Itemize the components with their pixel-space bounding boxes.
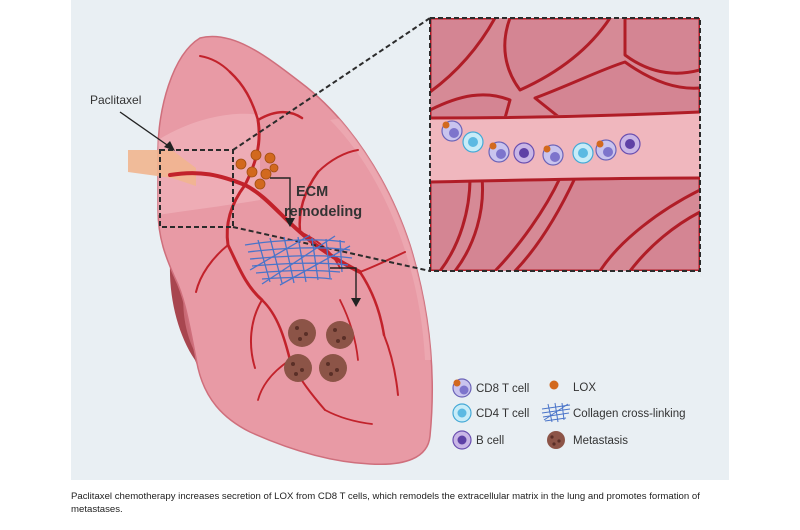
zoom-cells: [441, 120, 641, 166]
b-cell: [619, 133, 641, 155]
metastasis-1: [288, 319, 316, 347]
figure-caption: Paclitaxel chemotherapy increases secret…: [71, 491, 700, 515]
zoom-connector-bottom: [232, 226, 431, 272]
paclitaxel-arrowhead: [164, 141, 175, 151]
metastasis-2: [326, 321, 354, 349]
collagen-mesh: [244, 234, 353, 286]
bronchus: [128, 150, 196, 186]
zoom-source-box: [159, 149, 234, 228]
legend-lox-icon: [549, 380, 559, 390]
ecm-label-line1: ECM: [296, 184, 328, 200]
legend-bcell-icon: [452, 430, 472, 450]
arrow-collagen-to-metastasis: [330, 267, 357, 300]
ecm-label-line2: remodeling: [284, 204, 362, 220]
paclitaxel-pointer: [119, 111, 171, 148]
cd8-cell: [488, 141, 510, 163]
legend-cd8-label: CD8 T cell: [476, 383, 529, 395]
arrow-lox-head: [285, 218, 295, 227]
legend-metastasis-label: Metastasis: [573, 435, 628, 447]
legend-lox-label: LOX: [573, 382, 596, 394]
legend-collagen-label: Collagen cross-linking: [573, 408, 686, 420]
cd8-cell: [595, 139, 617, 161]
lung-vessels: [168, 55, 406, 425]
arrow-metastasis-head: [351, 298, 361, 307]
legend-bcell-label: B cell: [476, 435, 504, 447]
legend: CD8 T cell CD4 T cell B cell LOX Collage…: [452, 378, 686, 450]
legend-collagen-icon: [541, 402, 571, 423]
cd4-cell: [572, 142, 594, 164]
cd8-cell: [542, 144, 564, 166]
cd4-cell: [462, 131, 484, 153]
lox-cluster: [235, 149, 279, 190]
metastasis-group: [284, 319, 354, 382]
metastasis-3: [284, 354, 312, 382]
b-cell: [513, 142, 535, 164]
legend-metastasis-icon: [547, 431, 565, 449]
arrow-lox-to-collagen: [270, 177, 291, 220]
lung: [157, 35, 433, 466]
metastasis-4: [319, 354, 347, 382]
legend-cd4-icon: [452, 403, 472, 423]
lung-illustration: Paclitaxel ECM remodeling: [90, 17, 701, 466]
cd8-cell: [441, 120, 463, 142]
legend-cd8-icon: [452, 378, 472, 398]
legend-cd4-label: CD4 T cell: [476, 408, 529, 420]
paclitaxel-label: Paclitaxel: [90, 93, 141, 107]
